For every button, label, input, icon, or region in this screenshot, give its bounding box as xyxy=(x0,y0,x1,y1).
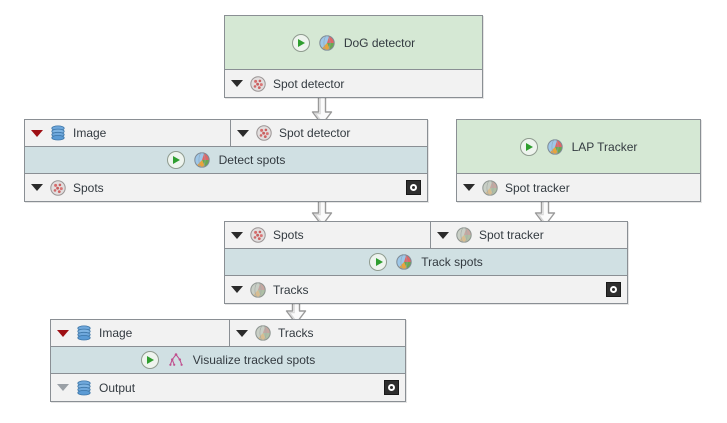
chevron-down-icon[interactable] xyxy=(31,184,43,191)
view-output-button[interactable] xyxy=(606,282,621,297)
output-port-spot-detector[interactable]: Spot detector xyxy=(225,70,482,97)
chevron-down-icon[interactable] xyxy=(31,129,43,137)
chevron-down-icon[interactable] xyxy=(237,129,249,137)
input-ports: Image Spot detector xyxy=(25,120,427,147)
globe-muted-icon xyxy=(456,227,472,243)
algorithm-panel: DoG detector xyxy=(225,16,482,70)
view-output-button[interactable] xyxy=(384,380,399,395)
input-port-spot-tracker[interactable]: Spot tracker xyxy=(430,222,627,248)
globe-muted-icon xyxy=(250,282,266,298)
globe-icon xyxy=(319,35,335,51)
output-port-label: Spot detector xyxy=(273,76,345,91)
chevron-down-icon[interactable] xyxy=(231,80,243,87)
globe-muted-icon xyxy=(255,325,271,341)
algorithm-label: LAP Tracker xyxy=(571,139,638,154)
chevron-down-icon[interactable] xyxy=(437,231,449,239)
track-tree-icon xyxy=(168,352,184,368)
play-icon[interactable] xyxy=(166,151,185,169)
input-port-label: Spots xyxy=(273,228,304,242)
output-port-label: Spot tracker xyxy=(505,180,570,195)
play-icon[interactable] xyxy=(369,253,388,271)
chevron-down-icon[interactable] xyxy=(231,286,243,293)
image-stack-icon xyxy=(76,325,92,341)
input-port-image[interactable]: Image xyxy=(51,320,229,346)
globe-icon xyxy=(547,139,563,155)
view-output-button[interactable] xyxy=(406,180,421,195)
output-port-spots[interactable]: Spots xyxy=(25,174,427,201)
input-port-tracks[interactable]: Tracks xyxy=(229,320,405,346)
algorithm-label: DoG detector xyxy=(343,35,416,50)
spots-icon xyxy=(250,76,266,92)
node-track-spots[interactable]: Spots Spot tracker Track spots Tracks xyxy=(224,221,628,304)
algorithm-panel: LAP Tracker xyxy=(457,120,700,174)
chevron-down-icon[interactable] xyxy=(463,184,475,191)
input-port-label: Tracks xyxy=(278,326,314,340)
spots-icon xyxy=(250,227,266,243)
spots-icon xyxy=(256,125,272,141)
output-port-tracks[interactable]: Tracks xyxy=(225,276,627,303)
play-icon[interactable] xyxy=(140,351,159,369)
input-port-label: Spot detector xyxy=(279,126,351,140)
node-visualize-tracked-spots[interactable]: Image Tracks Visualize tracked spots Out… xyxy=(50,319,406,402)
spots-icon xyxy=(50,180,66,196)
input-port-label: Image xyxy=(99,326,133,340)
action-label: Visualize tracked spots xyxy=(192,353,316,367)
node-dog-detector[interactable]: DoG detector Spot detector xyxy=(224,15,483,98)
action-detect-spots[interactable]: Detect spots xyxy=(25,147,427,174)
output-port-output[interactable]: Output xyxy=(51,374,405,401)
node-detect-spots[interactable]: Image Spot detector Detect spots Spots xyxy=(24,119,428,202)
globe-icon xyxy=(194,152,210,168)
input-port-label: Image xyxy=(73,126,107,140)
play-icon[interactable] xyxy=(291,33,310,52)
globe-icon xyxy=(396,254,412,270)
image-stack-icon xyxy=(76,380,92,396)
input-port-spots[interactable]: Spots xyxy=(225,222,430,248)
action-label: Track spots xyxy=(421,255,483,269)
input-port-label: Spot tracker xyxy=(479,228,544,242)
chevron-down-icon[interactable] xyxy=(57,329,69,337)
play-icon[interactable] xyxy=(519,137,538,156)
action-visualize-tracked-spots[interactable]: Visualize tracked spots xyxy=(51,347,405,374)
input-port-spot-detector[interactable]: Spot detector xyxy=(230,120,427,146)
output-port-label: Spots xyxy=(73,180,104,195)
output-port-spot-tracker[interactable]: Spot tracker xyxy=(457,174,700,201)
output-port-label: Tracks xyxy=(273,282,309,297)
action-label: Detect spots xyxy=(218,153,286,167)
output-port-label: Output xyxy=(99,380,136,395)
input-ports: Image Tracks xyxy=(51,320,405,347)
image-stack-icon xyxy=(50,125,66,141)
chevron-down-icon[interactable] xyxy=(231,231,243,239)
globe-muted-icon xyxy=(482,180,498,196)
action-track-spots[interactable]: Track spots xyxy=(225,249,627,276)
chevron-down-icon[interactable] xyxy=(236,329,248,337)
input-ports: Spots Spot tracker xyxy=(225,222,627,249)
chevron-down-icon[interactable] xyxy=(57,384,69,391)
node-lap-tracker[interactable]: LAP Tracker Spot tracker xyxy=(456,119,701,202)
input-port-image[interactable]: Image xyxy=(25,120,230,146)
